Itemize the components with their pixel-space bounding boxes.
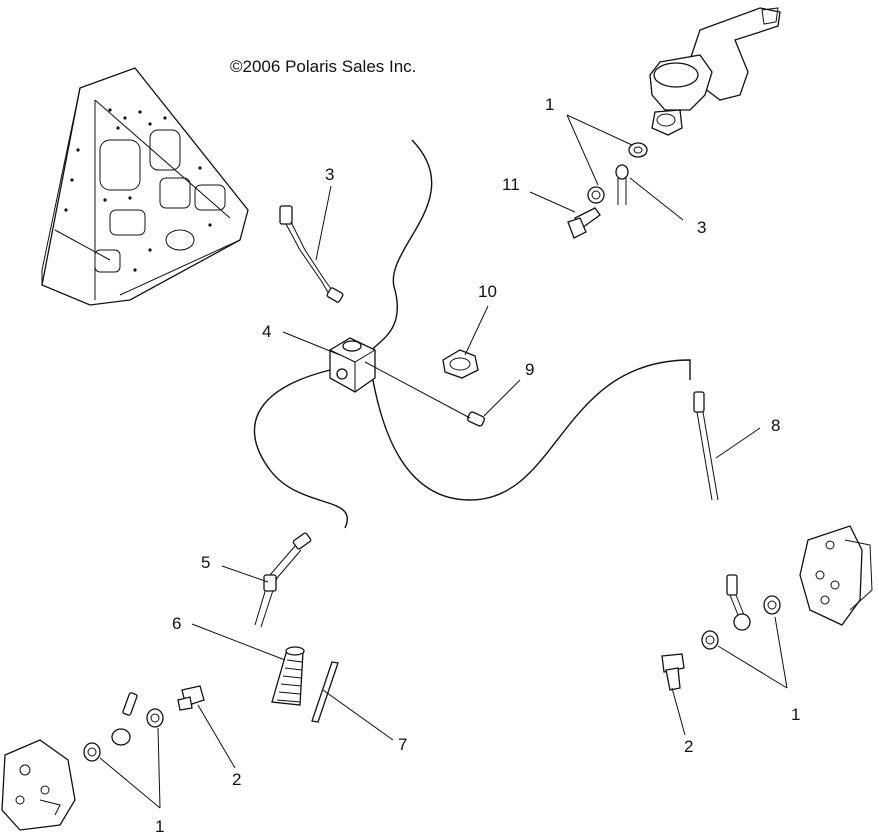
callout-2-bottom-left: 2 (232, 770, 241, 789)
leader-lines (99, 114, 788, 809)
callout-5: 5 (201, 553, 210, 572)
right-caliper-assembly (661, 525, 873, 691)
callout-1-bottom-left: 1 (155, 817, 164, 833)
callout-10: 10 (478, 282, 497, 301)
callout-3-top-center: 3 (325, 165, 334, 184)
frame-bracket (41, 67, 249, 306)
callout-4: 4 (262, 322, 271, 341)
callout-2-bottom-right: 2 (684, 737, 693, 756)
master-cylinder (649, 7, 781, 136)
brake-line-fitting-3 (279, 205, 344, 303)
distribution-block-4 (329, 337, 376, 393)
callout-11: 11 (502, 175, 520, 194)
brake-line-8 (693, 391, 747, 621)
spring-6 (271, 646, 305, 706)
callout-9: 9 (525, 360, 534, 379)
callout-6: 6 (172, 614, 181, 633)
callout-7: 7 (398, 735, 407, 754)
callout-1-bottom-right: 1 (791, 705, 800, 724)
copyright-text: ©2006 Polaris Sales Inc. (230, 57, 416, 76)
elbow-fitting-9 (466, 411, 486, 427)
bleeder-cap-10 (442, 349, 479, 379)
callout-3-top-right: 3 (697, 218, 706, 237)
brake-line-5 (254, 532, 312, 628)
callout-labels: 1 1 1 2 2 3 3 4 5 6 7 8 9 10 11 (155, 95, 800, 833)
left-caliper-assembly (1, 685, 205, 831)
brake-hoses (253, 139, 691, 529)
callout-1-top: 1 (545, 95, 554, 114)
top-right-hardware (567, 142, 648, 239)
callout-8: 8 (771, 416, 780, 435)
